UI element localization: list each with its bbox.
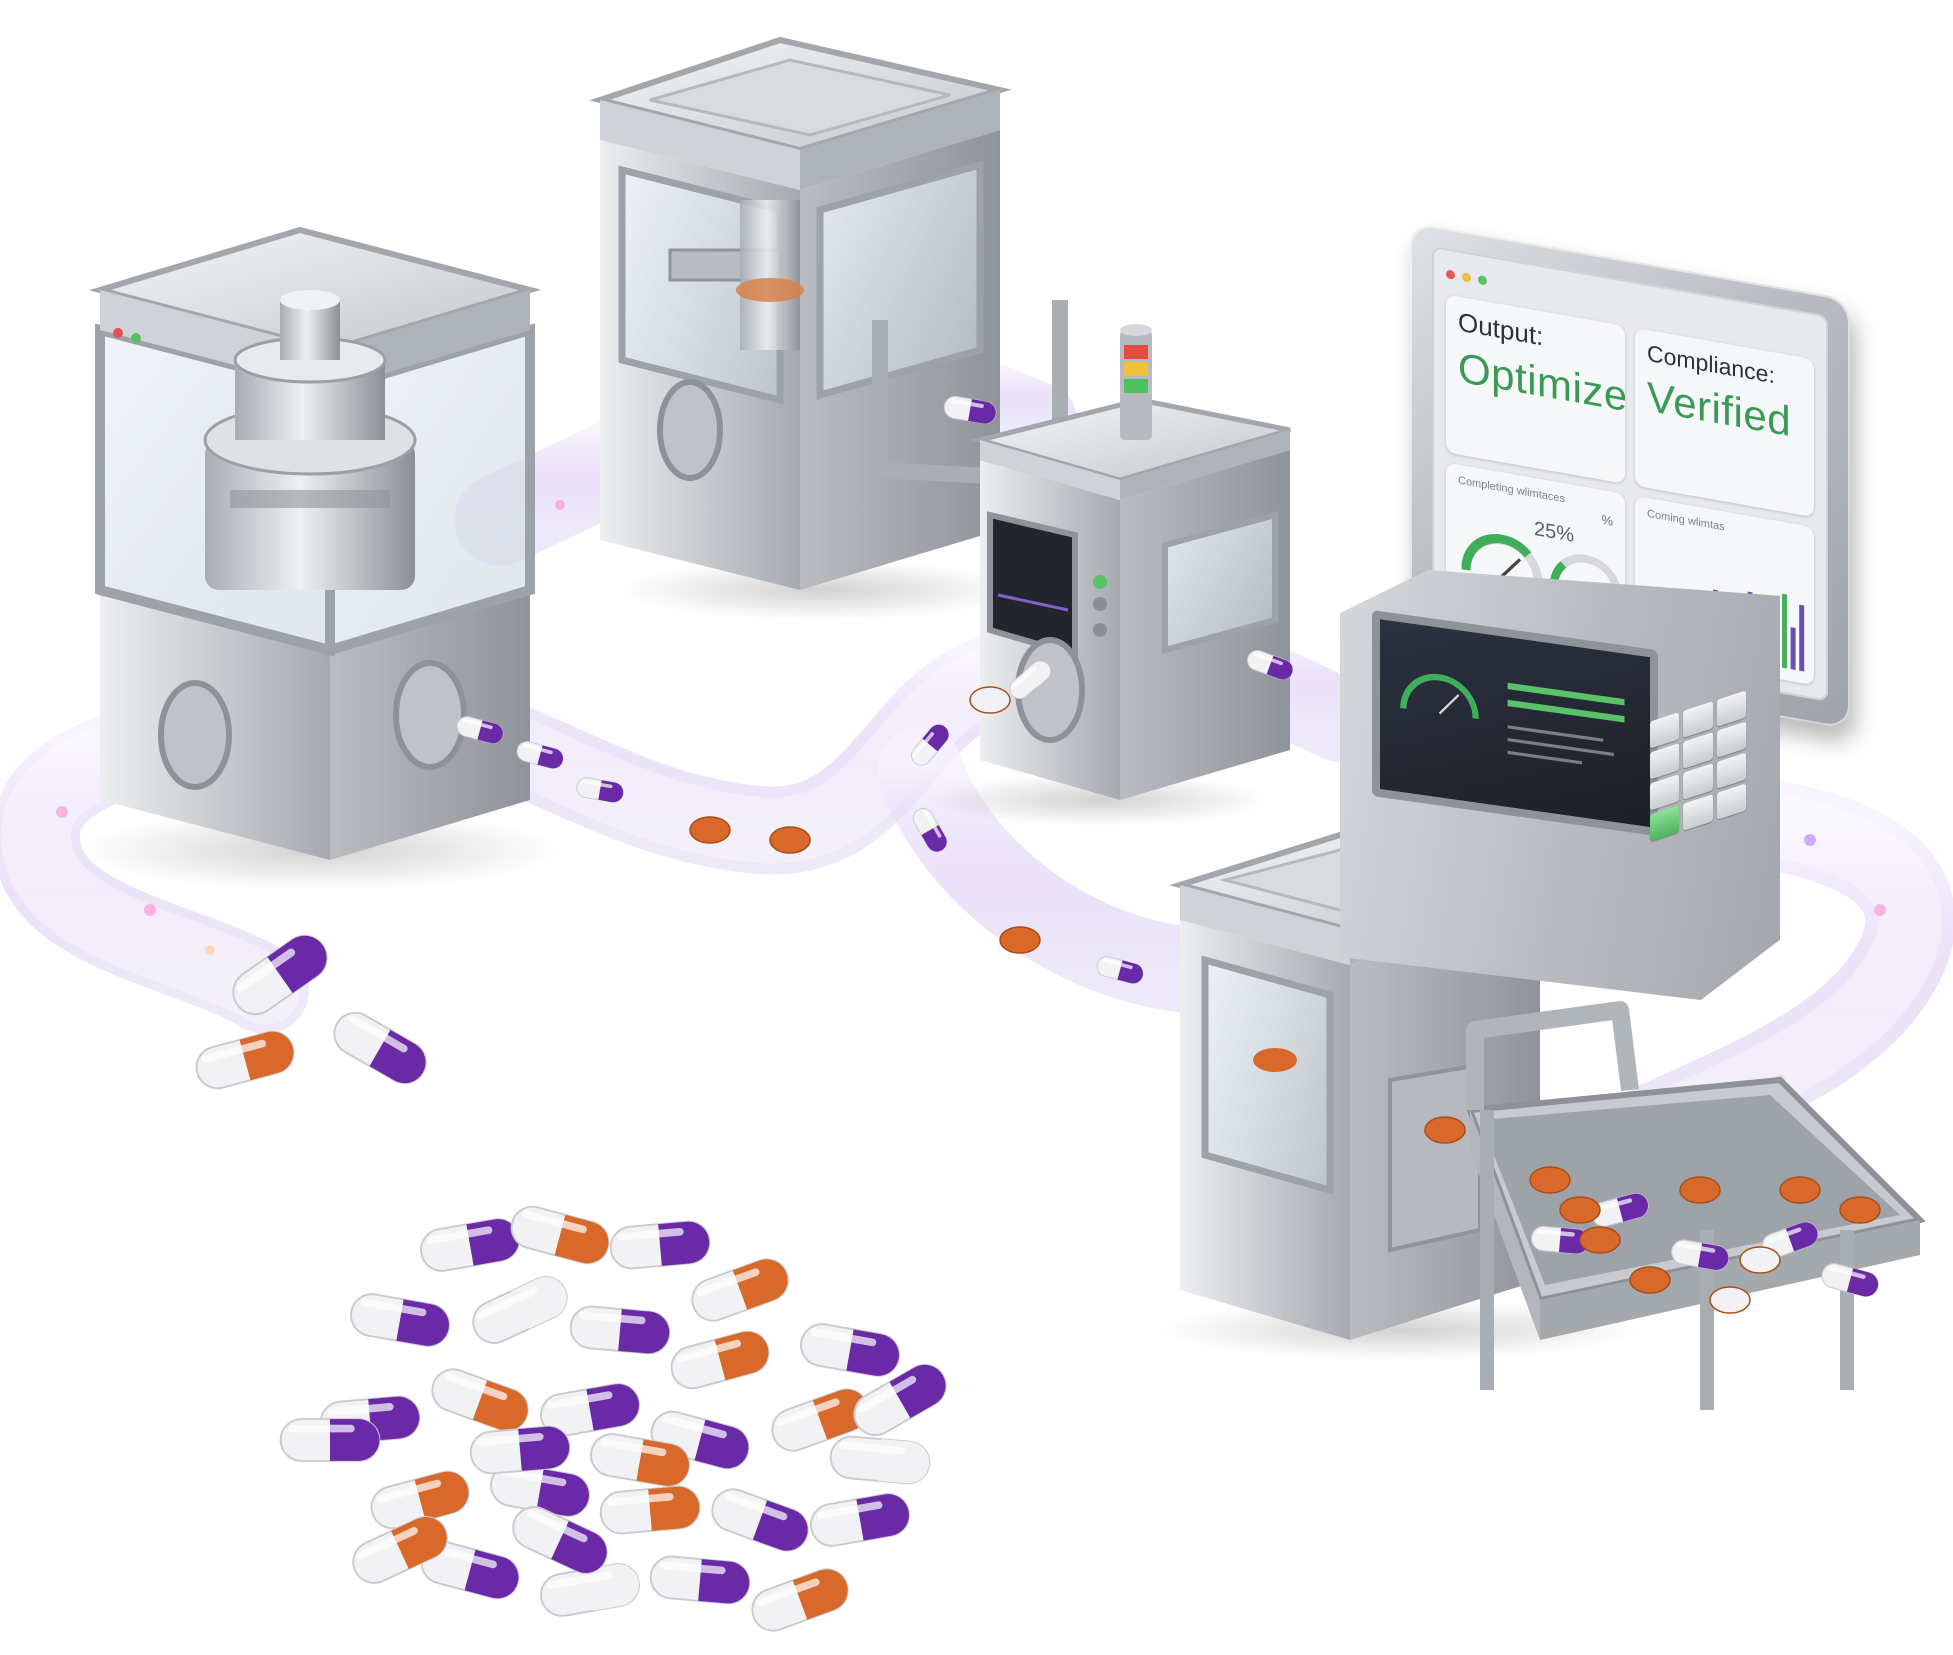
capsule: [912, 807, 948, 853]
capsule: [711, 1488, 809, 1552]
compliance-card: Compliance: Verified: [1635, 327, 1814, 518]
gauge-unit: %: [1601, 511, 1613, 529]
capsule: [279, 1418, 381, 1462]
capsule: [1761, 1221, 1819, 1259]
console-display: [1372, 610, 1658, 837]
capsule: [472, 1276, 568, 1344]
capsule: [800, 1323, 900, 1377]
gauge-pair: [1461, 534, 1622, 598]
capsule: [1591, 1193, 1649, 1227]
tablet: [1739, 1246, 1781, 1274]
capsule: [1009, 660, 1051, 700]
tablet: [1839, 1196, 1881, 1224]
capsule: [232, 934, 328, 1016]
capsule: [1671, 1239, 1729, 1271]
tablet-press-machine: [80, 226, 560, 890]
sparkline-bar: [1782, 593, 1787, 669]
minimize-dot-icon: [1462, 271, 1471, 283]
console-display-graphics: [1400, 673, 1625, 765]
capsule: [333, 1011, 427, 1085]
tablet: [689, 816, 731, 844]
chart-caption: Coming wlimtas: [1647, 507, 1725, 534]
capsule: [1246, 650, 1294, 680]
capsule-pile: [195, 395, 1881, 1632]
capsule: [350, 1293, 450, 1347]
capsule-filling-machine: [589, 36, 1068, 620]
capsule: [510, 1205, 610, 1265]
tablet: [969, 686, 1011, 714]
capsule: [540, 1383, 640, 1437]
keypad-key[interactable]: [1716, 752, 1746, 789]
inspection-machine: [930, 324, 1291, 826]
output-gauge-arc: [1461, 534, 1532, 571]
capsule: [829, 1435, 931, 1485]
capsule: [420, 1218, 520, 1272]
capsule: [540, 1563, 640, 1617]
capsule: [1096, 956, 1144, 984]
capsule: [516, 741, 564, 769]
tablet: [1629, 1266, 1671, 1294]
keypad-key[interactable]: [1650, 774, 1680, 811]
signal-tower-icon: [1120, 324, 1152, 440]
close-dot-icon: [1446, 268, 1455, 280]
tablet: [1679, 1176, 1721, 1204]
capsule: [771, 1388, 869, 1452]
status-light-green-icon: [131, 333, 141, 343]
capsule: [599, 1485, 701, 1535]
capsule: [853, 1363, 947, 1437]
capsule: [609, 1220, 711, 1270]
capsule: [810, 1493, 910, 1547]
capsule: [910, 724, 950, 766]
capsule: [512, 1506, 608, 1574]
capsule: [691, 1258, 789, 1322]
capsule: [649, 1555, 751, 1605]
maximize-dot-icon: [1478, 274, 1487, 286]
capsule: [195, 1030, 295, 1090]
capsule: [420, 1540, 520, 1600]
tablet: [1529, 1166, 1571, 1194]
capsule: [569, 1305, 671, 1355]
capsule: [943, 395, 997, 425]
sparkline-bar: [1799, 604, 1805, 672]
capsule: [469, 1425, 571, 1475]
keypad-key[interactable]: [1650, 743, 1680, 780]
output-card: Output: Optimized: [1446, 294, 1625, 484]
capsule: [352, 1516, 448, 1584]
sparkline-bar: [1790, 627, 1796, 670]
tablet: [1579, 1226, 1621, 1254]
tablet: [999, 926, 1041, 954]
keypad-key[interactable]: [1683, 732, 1713, 769]
tablet: [1709, 1286, 1751, 1314]
tablet: [1559, 1196, 1601, 1224]
tablet: [1779, 1176, 1821, 1204]
capsule: [456, 716, 504, 744]
keypad-key[interactable]: [1683, 763, 1713, 800]
capsule: [490, 1463, 590, 1517]
start-button-icon: [1093, 575, 1107, 589]
capsule: [431, 1368, 529, 1432]
capsule: [370, 1470, 470, 1530]
tablet: [1424, 1116, 1466, 1144]
gauge-card: Completing wlimtaces % 25%: [1446, 462, 1625, 652]
status-light-red-icon: [113, 328, 123, 338]
capsule: [670, 1330, 770, 1390]
gauge-needle: [1500, 558, 1522, 578]
capsule: [590, 1433, 690, 1487]
capsule: [751, 1568, 849, 1632]
capsule: [576, 777, 624, 803]
capsule: [1821, 1263, 1879, 1297]
keypad-key[interactable]: [1716, 721, 1746, 758]
tablet: [769, 826, 811, 854]
